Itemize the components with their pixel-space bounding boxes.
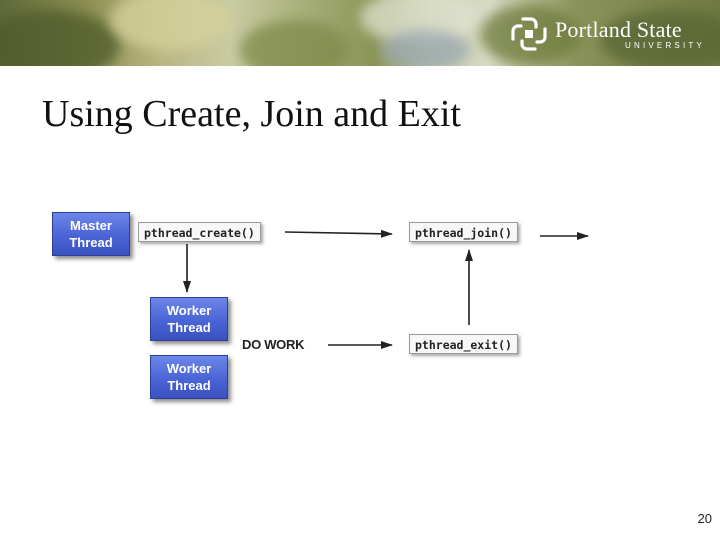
worker-thread-box-1: Worker Thread (150, 297, 228, 341)
pthread-create-box: pthread_create() (138, 222, 261, 242)
worker-thread-box-2: Worker Thread (150, 355, 228, 399)
do-work-label: DO WORK (242, 337, 304, 352)
worker-thread-1-label-line2: Thread (167, 319, 212, 336)
master-thread-box: Master Thread (52, 212, 130, 256)
arrow-create-to-join (285, 232, 392, 234)
worker-thread-1-label-line1: Worker (167, 302, 212, 319)
page-number: 20 (698, 511, 712, 526)
worker-thread-2-label-line2: Thread (167, 377, 212, 394)
master-thread-label-line1: Master (69, 217, 112, 234)
master-thread-label-line2: Thread (69, 234, 112, 251)
pthread-exit-box: pthread_exit() (409, 334, 518, 354)
pthread-join-box: pthread_join() (409, 222, 518, 242)
worker-thread-2-label-line1: Worker (167, 360, 212, 377)
